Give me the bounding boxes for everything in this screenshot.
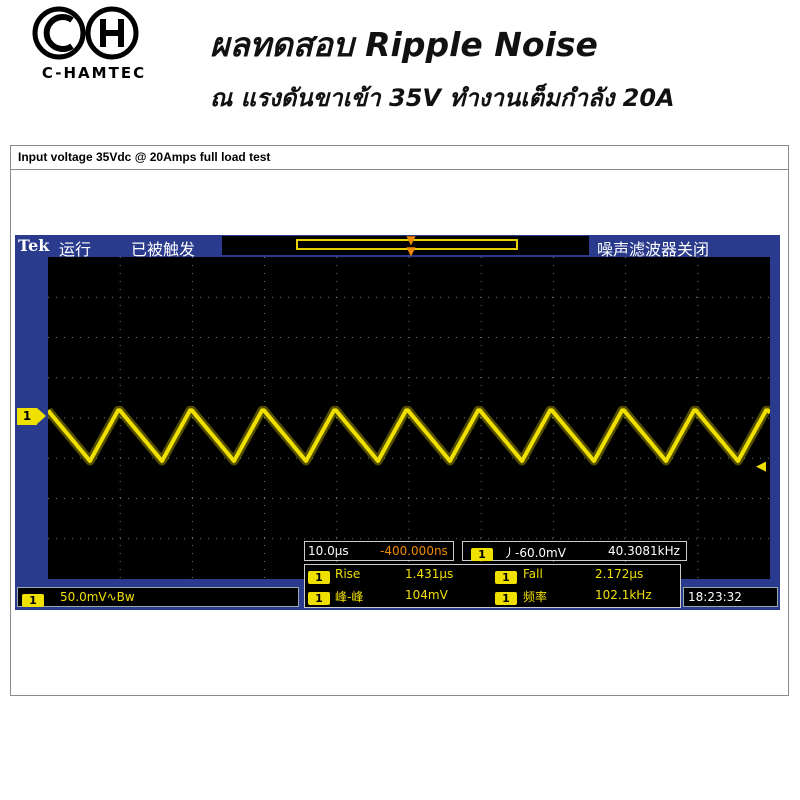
trigger-readout: 1 ⼃-60.0mV 40.3081kHz <box>462 541 687 561</box>
page-title: ผลทดสอบ Ripple Noise <box>210 25 598 64</box>
measure-value-fall: 2.172µs <box>595 567 644 581</box>
oscilloscope-screen: Tek 运行 已被触发 ▼▼ 噪声滤波器关闭 1 ◀ 1 50.0mV∿Bw 1… <box>15 233 780 610</box>
trigger-status: 已被触发 <box>131 240 196 259</box>
channel-scale-readout: 1 50.0mV∿Bw <box>17 587 299 607</box>
channel-1-marker: 1 <box>17 408 47 425</box>
brand-label: Tek <box>18 236 50 255</box>
record-window-frame <box>296 239 518 250</box>
record-length-bar <box>222 236 589 255</box>
channel-1-pointer-icon <box>37 408 46 424</box>
channel-badge: 1 <box>22 594 44 607</box>
measure-channel-badge: 1 <box>495 571 517 584</box>
trigger-channel-badge: 1 <box>471 548 493 561</box>
measure-channel-badge: 1 <box>308 571 330 584</box>
measure-name-fall: Fall <box>523 567 543 581</box>
page-subtitle: ณ แรงดันขาเข้า 35V ทำงานเต็มกำลัง 20A <box>210 84 675 112</box>
waveform-graticule <box>48 257 770 579</box>
noise-filter-status: 噪声滤波器关闭 <box>597 240 710 259</box>
waveform-display <box>48 257 770 579</box>
measure-name-rise: Rise <box>335 567 361 581</box>
measure-name-pk-pk: 峰-峰 <box>335 590 364 604</box>
measurements-panel: 1 Rise 1.431µs 1 Fall 2.172µs 1 峰-峰 104m… <box>304 564 681 608</box>
channel-scale: 50.0mV∿Bw <box>60 590 135 604</box>
measure-channel-badge: 1 <box>495 592 517 605</box>
panel-caption: Input voltage 35Vdc @ 20Amps full load t… <box>18 150 271 164</box>
panel-header: Input voltage 35Vdc @ 20Amps full load t… <box>11 146 788 170</box>
channel-1-marker-label: 1 <box>17 408 37 425</box>
c-h-logo-icon <box>32 6 139 60</box>
company-logo: C-HAMTEC <box>14 6 174 86</box>
timebase: 10.0µs <box>308 544 349 558</box>
trigger-level: ⼃-60.0mV <box>503 546 566 560</box>
measure-channel-badge: 1 <box>308 592 330 605</box>
measure-value-pk-pk: 104mV <box>405 588 448 602</box>
trigger-offset: -400.000ns <box>380 544 448 558</box>
waveform-trace <box>48 408 770 463</box>
scope-status-bar: Tek 运行 已被触发 ▼▼ 噪声滤波器关闭 <box>15 233 780 259</box>
measure-name-frequency: 频率 <box>523 590 548 604</box>
run-status: 运行 <box>59 240 92 259</box>
measure-value-frequency: 102.1kHz <box>595 588 652 602</box>
clock-readout: 18:23:32 <box>683 587 778 607</box>
trigger-position-icon: ▼▼ <box>406 233 416 258</box>
measure-value-rise: 1.431µs <box>405 567 454 581</box>
logo-text: C-HAMTEC <box>41 64 147 82</box>
timebase-readout: 10.0µs -400.000ns <box>304 541 454 561</box>
trigger-frequency: 40.3081kHz <box>608 544 680 558</box>
trigger-level-arrow-icon: ◀ <box>756 459 766 474</box>
